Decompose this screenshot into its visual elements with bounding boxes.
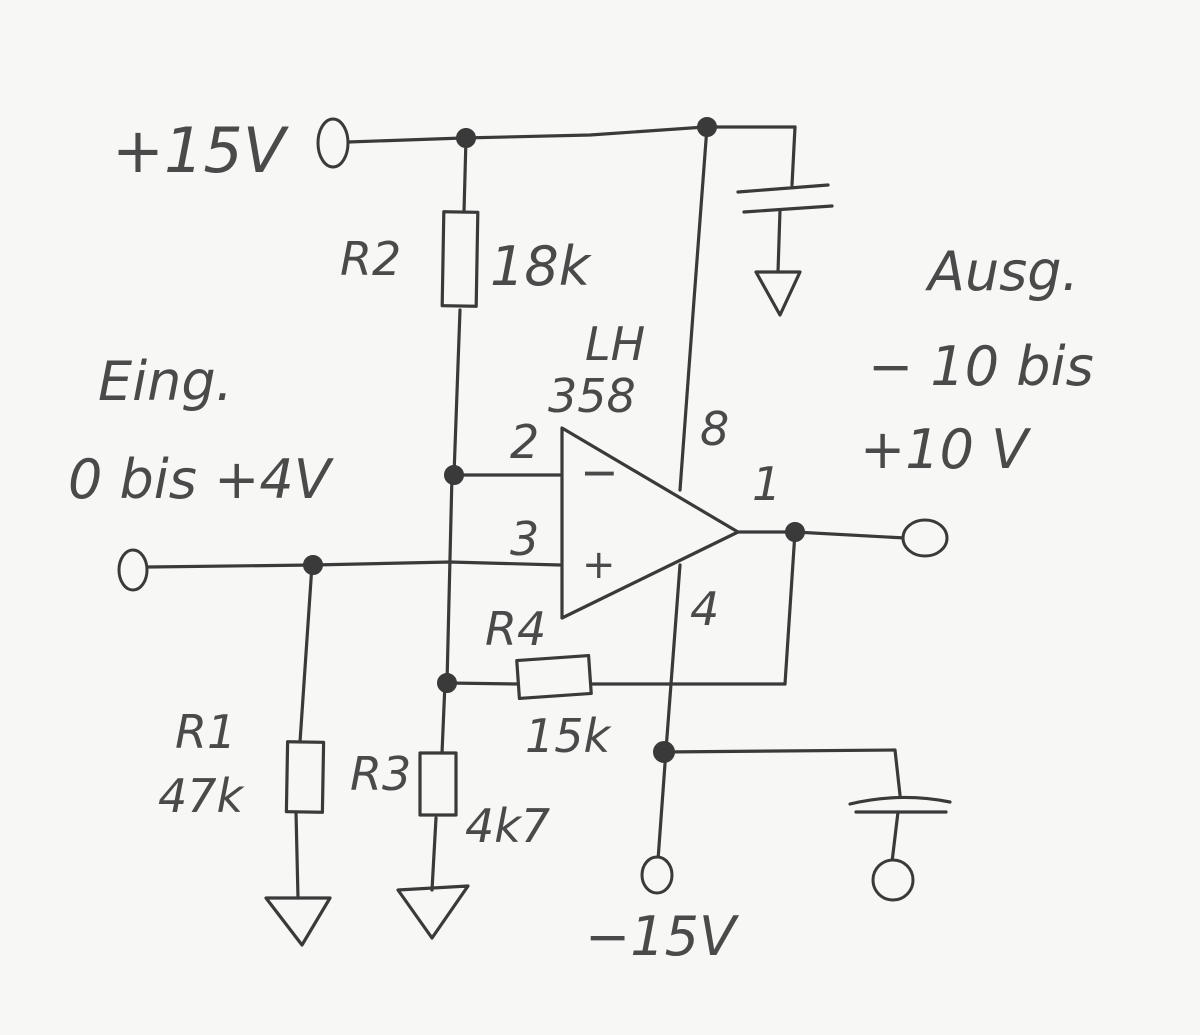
wire-pin4-supply — [656, 563, 682, 862]
junction-output-node — [785, 522, 805, 542]
label-pin-3: 3 — [510, 512, 539, 566]
label-input-title: Eing. — [98, 350, 233, 413]
opamp-triangle — [560, 426, 740, 620]
wire-input-line — [146, 560, 562, 569]
terminal-input — [117, 548, 149, 592]
junction-r4-node — [437, 673, 457, 693]
label-r2-name: R2 — [340, 232, 401, 286]
wire-r3-to-ground — [430, 816, 438, 892]
wire-r4-to-node — [445, 681, 520, 686]
resistor-r3 — [418, 751, 458, 817]
label-opamp-plus: + — [582, 542, 616, 588]
label-negative-supply: −15V — [585, 905, 740, 968]
wire-rail-to-r2 — [462, 136, 468, 214]
wire-positive-rail — [346, 125, 797, 144]
label-r3-name: R3 — [350, 747, 411, 801]
label-r3-value: 4k7 — [465, 799, 550, 853]
wire-feedback-down — [783, 530, 797, 686]
label-r1-name: R1 — [175, 705, 236, 759]
junction-rail-pin8 — [697, 117, 717, 137]
label-r4-value: 15k — [525, 709, 613, 763]
junction-rail-r2 — [456, 128, 476, 148]
label-output-range2: +10 V — [860, 418, 1032, 481]
wire-input-to-r1 — [298, 563, 314, 744]
label-pin-1: 1 — [752, 457, 781, 511]
junction-negative-node — [653, 741, 675, 763]
terminal-negative-supply — [640, 855, 674, 895]
wire-cap-bottom-lower — [890, 810, 900, 864]
label-positive-supply: +15V — [112, 114, 290, 187]
wire-cap-top-branch — [790, 125, 797, 187]
opamp — [560, 426, 740, 620]
wire-r2-to-node-minus — [452, 308, 462, 477]
resistor-r2 — [440, 210, 480, 308]
terminal-output — [901, 518, 949, 558]
junctions — [303, 117, 805, 763]
wire-r1-to-ground — [294, 810, 300, 900]
wire-pin8-supply — [678, 125, 709, 492]
junction-input-node — [303, 555, 323, 575]
label-input-range: 0 bis +4V — [68, 448, 335, 511]
label-opamp-number: 358 — [548, 369, 636, 423]
wire-r4-node-to-r3 — [440, 681, 447, 755]
label-r4-name: R4 — [485, 602, 546, 656]
terminal-positive-supply — [316, 117, 350, 169]
label-pin-4: 4 — [690, 582, 719, 636]
wire-cap-top-ground — [776, 208, 782, 274]
label-opamp-minus: − — [580, 445, 619, 499]
ground-symbol-r1 — [264, 896, 332, 947]
terminal-bottom-cap — [871, 858, 915, 902]
ground-symbol-top — [754, 270, 802, 317]
label-r1-value: 47k — [158, 769, 246, 823]
label-output-title: Ausg. — [925, 240, 1079, 303]
wire-cap-bottom-branch — [660, 748, 902, 797]
label-r2-value: 18k — [490, 235, 593, 298]
resistor-r4 — [515, 653, 593, 701]
ground-symbol-r3 — [396, 884, 470, 940]
label-pin-8: 8 — [700, 402, 729, 456]
label-opamp-name: LH — [585, 317, 645, 371]
wire-output — [736, 530, 907, 540]
resistor-r1 — [284, 740, 326, 814]
capacitor-top — [736, 183, 834, 214]
junction-inverting-node — [444, 465, 464, 485]
label-pin-2: 2 — [510, 415, 539, 469]
label-output-range1: − 10 bis — [868, 335, 1094, 398]
wire-node-minus-to-r4-node — [445, 473, 454, 685]
capacitor-bottom — [848, 795, 952, 814]
